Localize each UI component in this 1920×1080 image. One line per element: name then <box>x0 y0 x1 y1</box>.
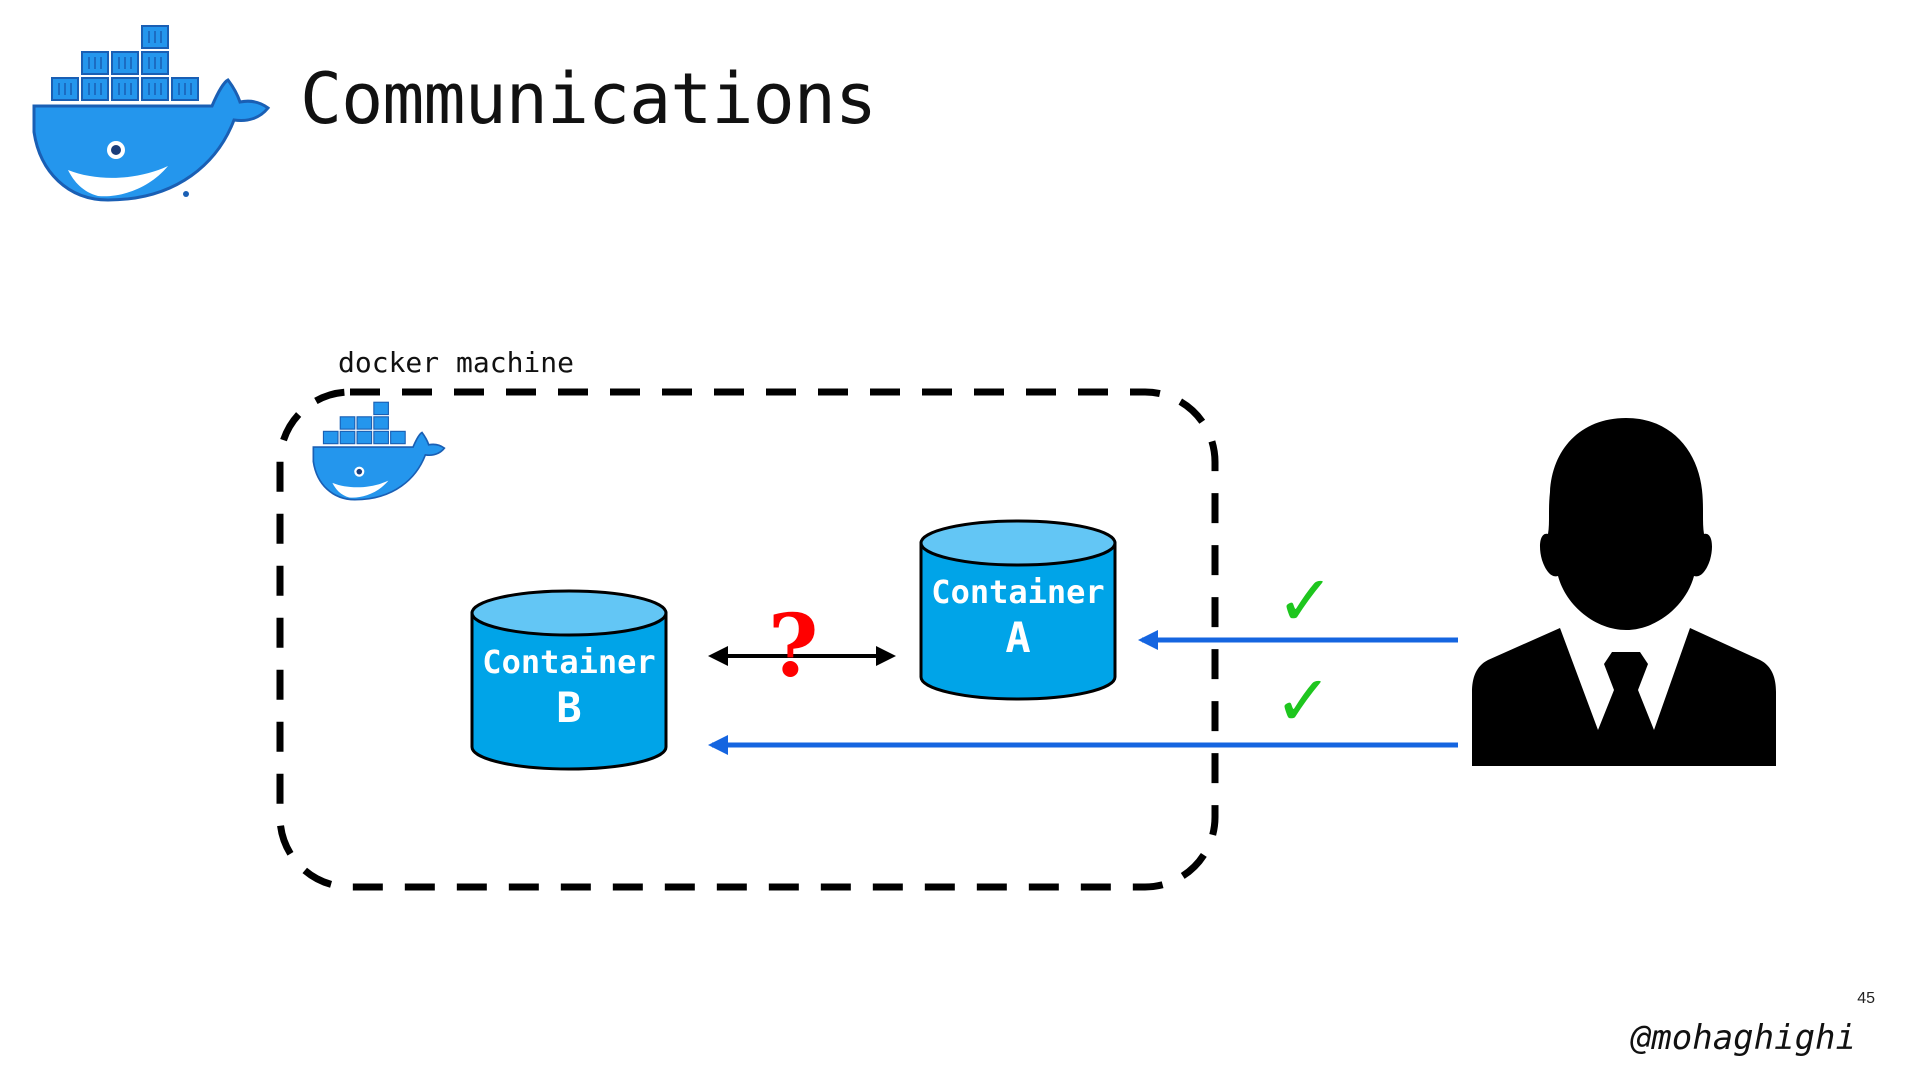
check-icon: ✓ <box>1276 560 1335 642</box>
container-b-cylinder <box>470 589 668 771</box>
docker-logo-icon <box>32 25 271 202</box>
container-a-label: Container A <box>921 572 1115 665</box>
slide-title: Communications <box>300 58 877 140</box>
author-handle: @mohaghighi <box>1630 1018 1856 1058</box>
docker-logo-small-icon <box>312 401 446 501</box>
container-b-letter: B <box>556 683 582 732</box>
page-number: 45 <box>1857 990 1875 1007</box>
person-silhouette-icon <box>1472 418 1776 766</box>
question-icon: ? <box>768 596 819 697</box>
container-a-letter: A <box>1005 613 1031 662</box>
container-b-label: Container B <box>472 642 666 735</box>
container-a-name: Container <box>931 573 1105 611</box>
docker-machine-label: docker machine <box>338 346 575 379</box>
check-icon: ✓ <box>1274 660 1333 742</box>
container-b-name: Container <box>482 643 656 681</box>
container-a-cylinder <box>919 519 1117 701</box>
docker-machine-boundary <box>276 388 1219 891</box>
